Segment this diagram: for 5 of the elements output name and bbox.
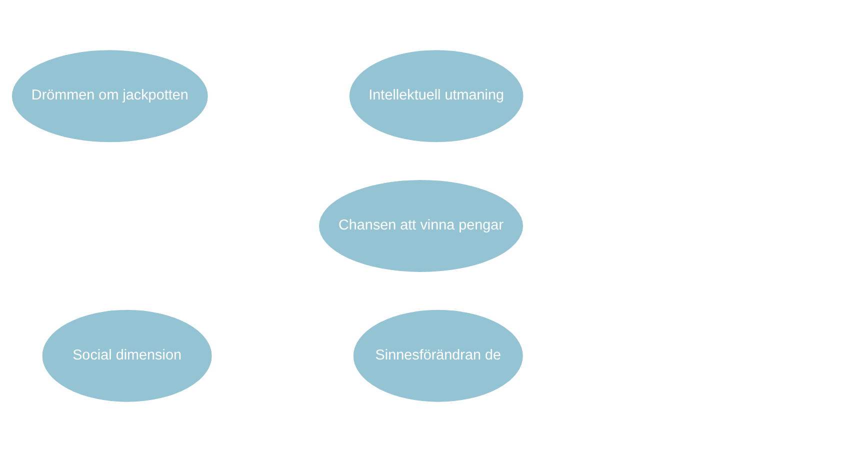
node-ellipse: Social dimension (42, 309, 212, 402)
node-ellipse: Intellektuell utmaning (349, 50, 524, 142)
node-ellipse: Chansen att vinna pengar (319, 180, 524, 272)
node-ellipse: Drömmen om jackpotten (12, 50, 208, 142)
node-ellipse: Sinnesförändran de (353, 309, 523, 402)
